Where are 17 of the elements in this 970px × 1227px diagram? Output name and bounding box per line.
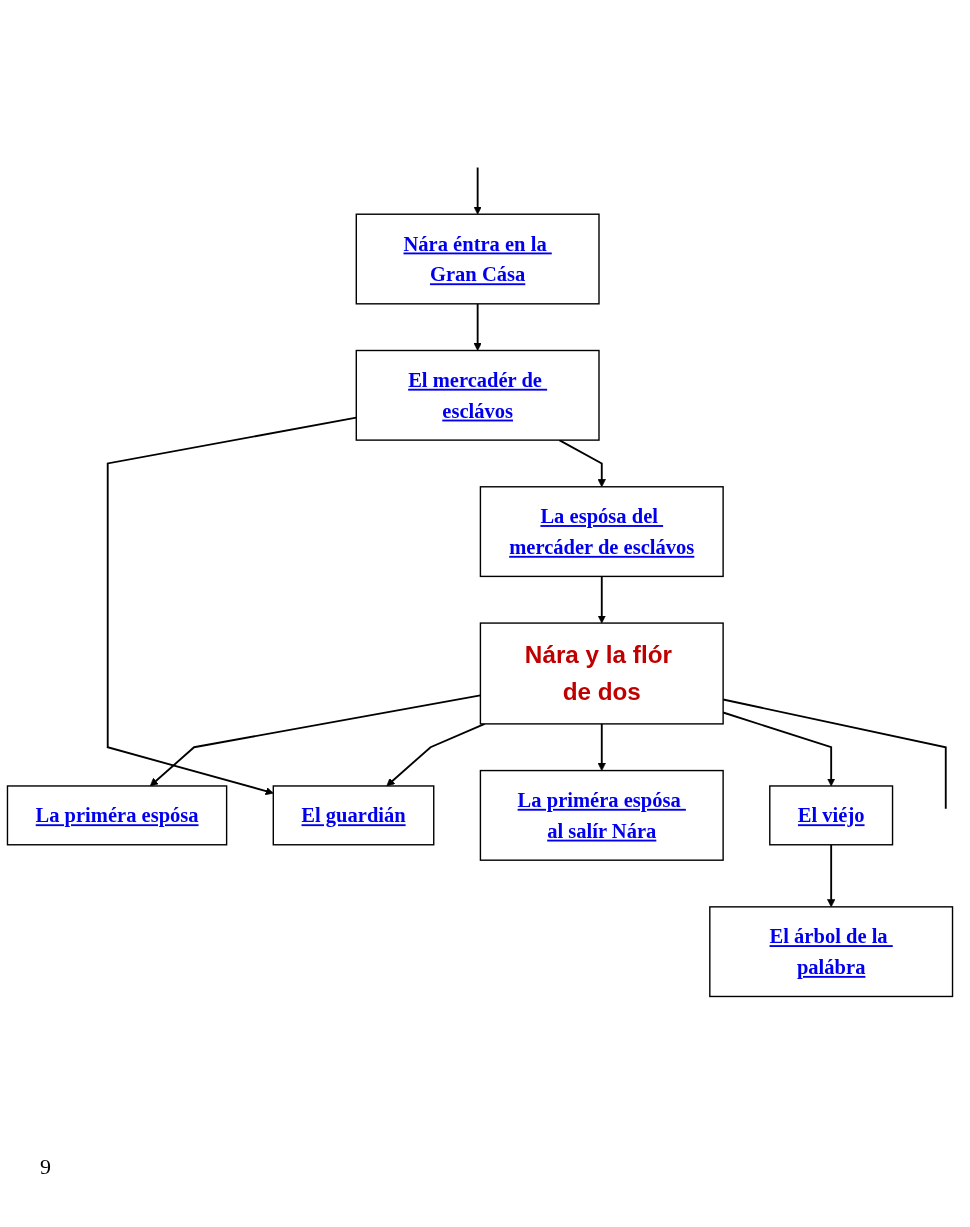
node-box: El mercadér de esclávos [355, 349, 600, 441]
page-number: 9 [40, 1154, 52, 1180]
node-box: Nára y la flór de dos [479, 621, 724, 725]
node-box: La espósa del mercáder de esclávos [479, 485, 724, 577]
arrow [386, 722, 486, 786]
node-box: Nára éntra en la Gran Cása [355, 213, 600, 305]
arrow [597, 575, 606, 623]
node-box: El guardián [272, 784, 435, 845]
arrow [558, 438, 606, 487]
node-box: El árbol de la palábra [709, 905, 954, 997]
node-box: El viéjo [769, 784, 894, 845]
node-box: La priméra espósa [6, 784, 228, 845]
arrow [827, 843, 836, 907]
arrow [597, 722, 606, 771]
node-box: La priméra espósa al salír Nára [479, 769, 724, 861]
arrow [473, 302, 482, 351]
arrow [473, 166, 482, 215]
